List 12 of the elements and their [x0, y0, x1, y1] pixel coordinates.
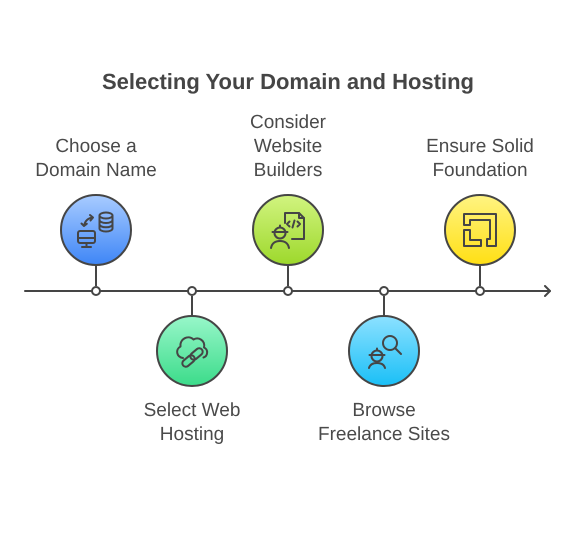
diagram-title: Selecting Your Domain and Hosting — [100, 68, 475, 96]
step-label: Consider Website Builders — [248, 111, 328, 183]
step-label: Choose a Domain Name — [34, 135, 158, 183]
connector-line — [479, 265, 481, 286]
connector-line — [191, 296, 193, 316]
step-label: Ensure Solid Foundation — [425, 135, 535, 183]
connector-line — [383, 296, 385, 316]
connector-line — [287, 265, 289, 286]
connector-line — [95, 265, 97, 286]
step-label: Browse Freelance Sites — [316, 399, 451, 447]
step-label: Select Web Hosting — [142, 399, 242, 447]
timeline-axis — [24, 285, 551, 297]
